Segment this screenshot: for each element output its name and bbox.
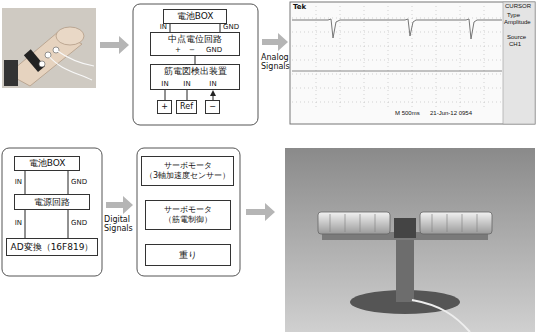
process-box: 電池BOX [14, 156, 80, 171]
connector-line [25, 210, 26, 238]
arm-photo [2, 8, 96, 88]
flow-arrow [100, 36, 129, 54]
flow-arrow [246, 203, 275, 221]
box-text: 電池BOX [177, 11, 214, 22]
line-label: IN [160, 24, 167, 32]
process-box: AD変換（16F819） [6, 238, 98, 256]
connector [25, 171, 26, 194]
box-text: − [209, 102, 216, 112]
text-label: CH1 [509, 41, 521, 48]
flow-arrow [106, 196, 133, 214]
connector-line [68, 171, 69, 194]
text-label: + [175, 46, 181, 54]
connector-line [25, 171, 26, 194]
process-box: 電源回路 [14, 194, 90, 210]
connector [170, 24, 171, 32]
arrowhead [210, 90, 216, 96]
box-text: 電池BOX [29, 158, 66, 169]
line-label: IN [15, 220, 22, 228]
group-frame [133, 4, 258, 125]
process-box: 電池BOX [163, 9, 227, 24]
connector [220, 24, 221, 32]
box-text: サーボモータ （筋電制御） [149, 205, 227, 224]
text-label: IN [209, 80, 216, 88]
connector [68, 171, 69, 194]
connector-line [187, 90, 188, 100]
box-text: 電源回路 [34, 197, 70, 208]
line-label: GND [223, 24, 239, 32]
text-label: 21-Jun-12 0954 [430, 110, 472, 117]
box-text: + [161, 102, 168, 112]
connector [187, 90, 188, 100]
connector [210, 90, 216, 100]
text-label: M 500ms [395, 110, 420, 117]
process-box: − [205, 100, 220, 114]
box-text: 中点電位回路 [168, 34, 222, 45]
process-box: Ref [176, 100, 197, 114]
text-label: Amplitude [504, 19, 531, 26]
box-text: Ref [180, 102, 193, 112]
process-box: サーボモータ （筋電制御） [145, 200, 231, 230]
line-label: GND [71, 179, 87, 187]
text-label: IN [161, 80, 168, 88]
connector [195, 56, 196, 64]
box-text: サーボモータ （3軸加速度センサー） [145, 161, 230, 180]
text-label: Type [507, 12, 520, 19]
process-box: + [157, 100, 172, 114]
connector [68, 210, 69, 238]
process-box: 中点電位回路 [150, 32, 240, 56]
connector-line [165, 90, 166, 100]
text-label: IN [183, 80, 190, 88]
text-label: Analog Signals [261, 53, 291, 71]
text-label: CURSOR [505, 3, 531, 10]
connector-line [170, 24, 171, 32]
line-label: GND [71, 220, 87, 228]
line-label: IN [15, 179, 22, 187]
flow-arrow [262, 33, 288, 51]
connector-line [195, 56, 196, 64]
connector [25, 210, 26, 238]
text-label: Source [507, 34, 526, 41]
connector-line [68, 210, 69, 238]
box-text: 重り [179, 250, 197, 261]
process-box: 重り [145, 244, 231, 266]
text-label: GND [206, 46, 222, 54]
group-frame [2, 148, 102, 276]
connector [165, 90, 166, 100]
oscilloscope-screen [290, 2, 535, 124]
box-text: 筋電図検出装置 [164, 66, 227, 77]
process-box: サーボモータ （3軸加速度センサー） [141, 156, 234, 186]
text-label: − [189, 46, 195, 54]
group-frame [137, 148, 240, 276]
box-text: AD変換（16F819） [11, 242, 94, 253]
connector-line [220, 24, 221, 32]
text-label: Tek [293, 3, 306, 11]
text-label: Digital Signals [104, 215, 134, 233]
device-photo [285, 148, 535, 332]
